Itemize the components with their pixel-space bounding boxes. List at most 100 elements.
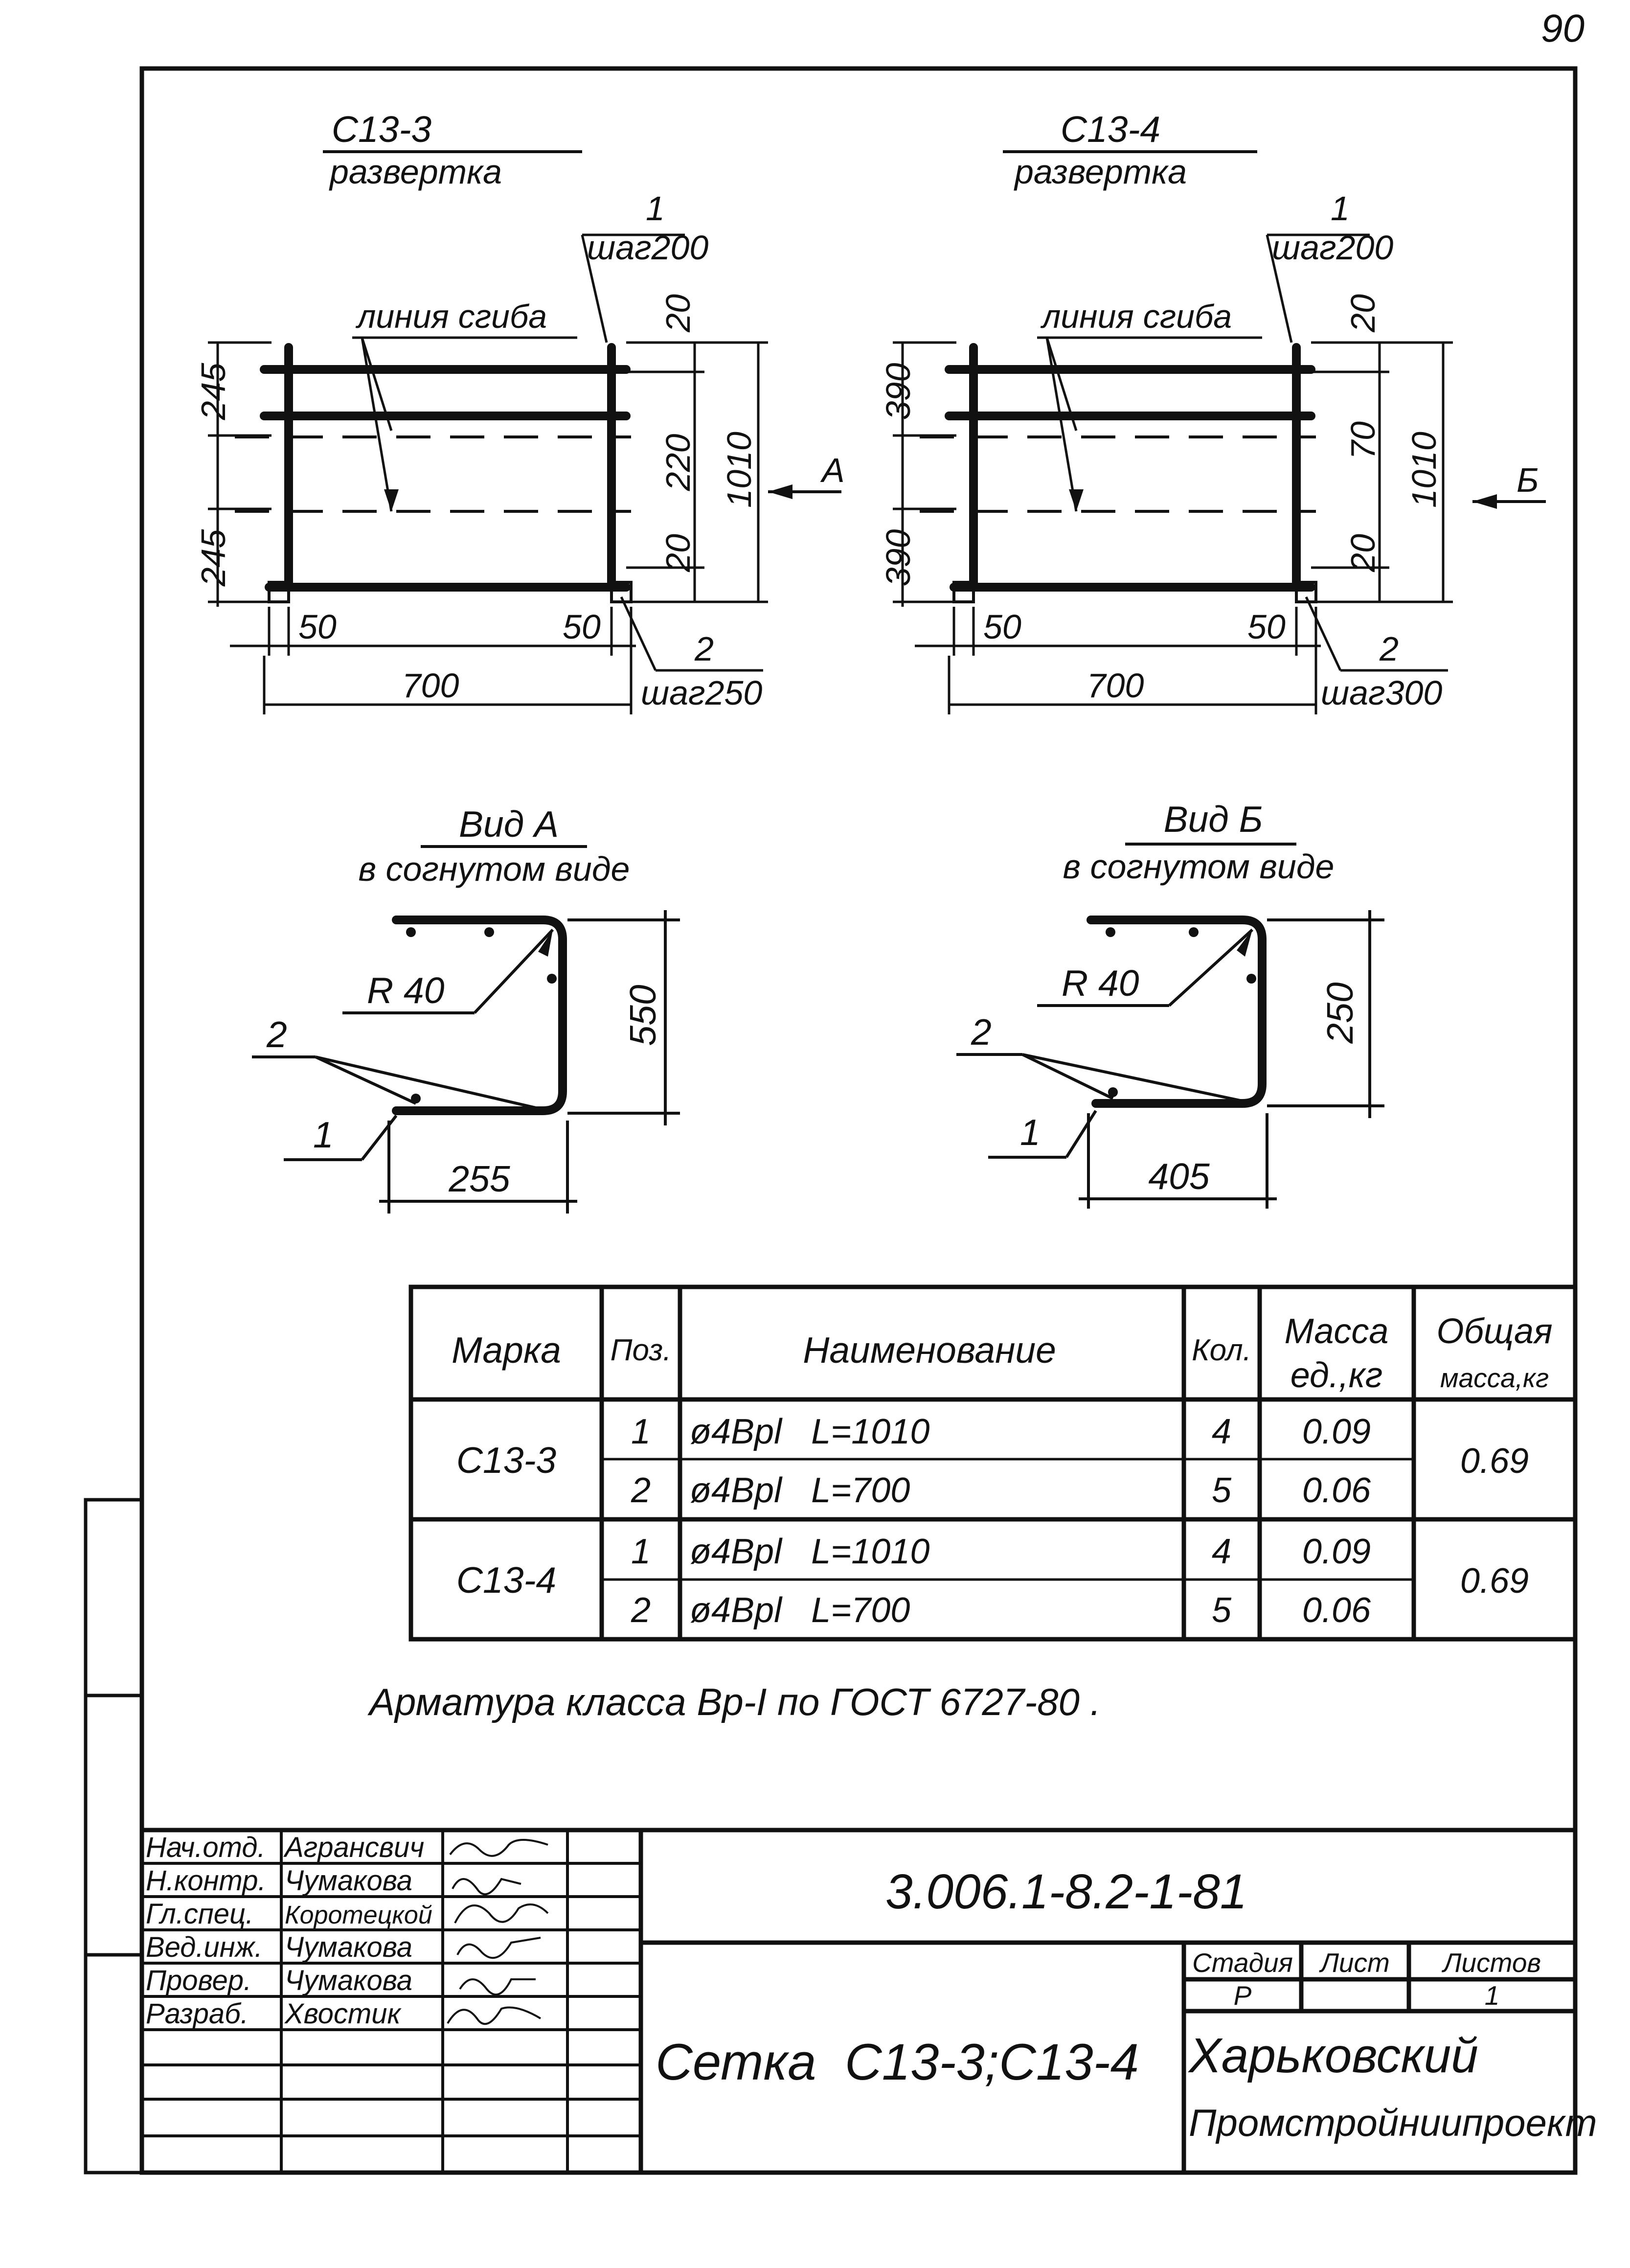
header-mass-unit-2: ед.,кг bbox=[1290, 1356, 1383, 1395]
dim-50-left-a: 50 bbox=[298, 608, 337, 646]
view-a-height: 550 bbox=[622, 985, 663, 1046]
view-a-bent: Вид А в согнутом виде 550 R 40 2 1 255 bbox=[252, 803, 680, 1214]
row3-mark: С13-4 bbox=[456, 1559, 556, 1601]
header-pos: Поз. bbox=[611, 1333, 672, 1367]
sign-name-5: Чумакова bbox=[285, 1965, 412, 1996]
row3-pos: 1 bbox=[631, 1532, 651, 1571]
header-mass-total-1: Общая bbox=[1436, 1312, 1552, 1351]
dim-50-right-a: 50 bbox=[563, 608, 601, 646]
pos2-label-right: 2 bbox=[1379, 630, 1399, 668]
document-code: 3.006.1-8.2-1-81 bbox=[885, 1864, 1247, 1919]
view-arrow-a: А bbox=[820, 451, 845, 489]
sheet-label: Лист bbox=[1319, 1947, 1390, 1978]
sign-role-6: Разраб. bbox=[146, 1998, 249, 2030]
dim-245-bottom: 245 bbox=[194, 529, 232, 587]
sign-role-5: Провер. bbox=[146, 1965, 251, 1996]
sign-name-2: Чумакова bbox=[285, 1865, 412, 1897]
dim-390-bottom: 390 bbox=[879, 529, 917, 587]
view-b-title: Вид Б bbox=[1164, 799, 1263, 840]
sign-role-2: Н.контр. bbox=[146, 1865, 266, 1897]
reinforcement-note: Арматура класса Bp-I по ГОСТ 6727-80 . bbox=[367, 1680, 1101, 1723]
pos2-step-left: шаг250 bbox=[641, 674, 762, 712]
view-b-pos1: 1 bbox=[1020, 1112, 1041, 1153]
view-a-radius: R 40 bbox=[367, 970, 445, 1011]
dim-1010-right: 1010 bbox=[1405, 432, 1443, 508]
row4-name: ø4Bpl L=700 bbox=[690, 1591, 910, 1630]
handwritten-signatures bbox=[447, 1839, 549, 2025]
row1-pos: 1 bbox=[631, 1412, 651, 1451]
view-b-bent: Вид Б в согнутом виде 250 R 40 2 1 405 bbox=[956, 799, 1384, 1209]
spec-table: Марка Поз. Наименование Кол. Масса ед.,к… bbox=[408, 1284, 1578, 1642]
org-name-line2: Промстройниипроект bbox=[1189, 2101, 1597, 2144]
drawing-title: Сетка С13-3;С13-4 bbox=[656, 2034, 1139, 2091]
sign-name-1: Агрансвич bbox=[283, 1832, 424, 1863]
bend-line-label-left: линия сгиба bbox=[355, 298, 547, 335]
view-a-pos1: 1 bbox=[313, 1114, 334, 1155]
row4-pos: 2 bbox=[631, 1591, 651, 1630]
sign-role-1: Нач.отд. bbox=[146, 1832, 266, 1863]
dim-20-top-right: 20 bbox=[1344, 294, 1382, 333]
row1-name: ø4Bpl L=1010 bbox=[690, 1412, 929, 1451]
row2-mass: 0.06 bbox=[1302, 1471, 1371, 1510]
view-a-width: 255 bbox=[448, 1158, 510, 1199]
subtitle-razvertka-left: развертка bbox=[329, 153, 502, 191]
bend-line-label-right: линия сгиба bbox=[1040, 298, 1232, 335]
sign-name-3: Коротецкой bbox=[285, 1901, 432, 1929]
margin-stamp bbox=[84, 1498, 144, 2175]
header-name: Наименование bbox=[803, 1329, 1056, 1371]
pos1-label-right: 1 bbox=[1331, 189, 1350, 228]
view-arrow-b: Б bbox=[1517, 461, 1539, 499]
row3-qty: 4 bbox=[1212, 1532, 1231, 1571]
view-a-pos2: 2 bbox=[266, 1014, 287, 1055]
row3-total: 0.69 bbox=[1460, 1561, 1529, 1601]
stage-value: Р bbox=[1234, 1980, 1252, 2011]
header-mass-total-2: масса,кг bbox=[1440, 1363, 1549, 1393]
view-a-title: Вид А bbox=[459, 803, 559, 845]
dim-700-left: 700 bbox=[402, 666, 459, 705]
dim-20-bottom-left: 20 bbox=[659, 534, 697, 573]
dim-245-top: 245 bbox=[194, 363, 232, 421]
row1-qty: 4 bbox=[1212, 1412, 1231, 1451]
dim-50-left-b: 50 bbox=[983, 608, 1021, 646]
subtitle-razvertka-right: развертка bbox=[1014, 153, 1187, 191]
pos2-label-left: 2 bbox=[694, 630, 714, 668]
header-qty: Кол. bbox=[1192, 1333, 1251, 1367]
row1-mass: 0.09 bbox=[1302, 1412, 1371, 1451]
mesh-c13-4-unfolded: С13-4 развертка 390 390 20 70 20 1010 Б … bbox=[879, 109, 1546, 714]
row1-mark: С13-3 bbox=[456, 1440, 557, 1481]
row4-qty: 5 bbox=[1212, 1591, 1232, 1630]
dim-700-right: 700 bbox=[1087, 666, 1144, 705]
view-b-pos2: 2 bbox=[971, 1011, 992, 1053]
view-b-width: 405 bbox=[1148, 1156, 1209, 1197]
row2-qty: 5 bbox=[1212, 1471, 1232, 1510]
sign-role-3: Гл.спец. bbox=[146, 1898, 253, 1930]
dim-20-bottom-right: 20 bbox=[1344, 534, 1382, 573]
page-number: 90 bbox=[1541, 6, 1585, 50]
title-block: Нач.отд. Агрансвич Н.контр. Чумакова Гл.… bbox=[142, 1828, 1597, 2173]
pos2-step-right: шаг300 bbox=[1321, 674, 1442, 712]
pos1-label-left: 1 bbox=[646, 189, 665, 228]
org-name-line1: Харьковский bbox=[1188, 2028, 1478, 2083]
mesh-c13-3-unfolded: С13-3 развертка 245 245 20 220 20 1010 bbox=[194, 109, 845, 714]
sign-role-4: Вед.инж. bbox=[146, 1931, 263, 1963]
dim-390-top: 390 bbox=[879, 363, 917, 420]
row1-total: 0.69 bbox=[1460, 1442, 1529, 1481]
view-b-radius: R 40 bbox=[1062, 962, 1139, 1004]
header-mark: Марка bbox=[452, 1329, 561, 1371]
stage-label: Стадия bbox=[1192, 1947, 1293, 1978]
dim-20-top-left: 20 bbox=[659, 294, 697, 333]
dim-70: 70 bbox=[1344, 421, 1382, 459]
view-b-subtitle: в согнутом виде bbox=[1063, 848, 1335, 886]
row3-mass: 0.09 bbox=[1302, 1532, 1371, 1571]
row4-mass: 0.06 bbox=[1302, 1591, 1371, 1630]
row2-name: ø4Bpl L=700 bbox=[690, 1471, 910, 1510]
dim-50-right-b: 50 bbox=[1247, 608, 1286, 646]
dim-1010-left: 1010 bbox=[720, 432, 758, 508]
row2-pos: 2 bbox=[631, 1471, 651, 1510]
sheets-label: Листов bbox=[1442, 1947, 1541, 1978]
sheet-frame bbox=[139, 66, 1578, 2175]
sheets-value: 1 bbox=[1485, 1980, 1500, 2011]
view-a-subtitle: в согнутом виде bbox=[359, 850, 630, 888]
sign-name-6: Хвостик bbox=[284, 1998, 402, 2030]
